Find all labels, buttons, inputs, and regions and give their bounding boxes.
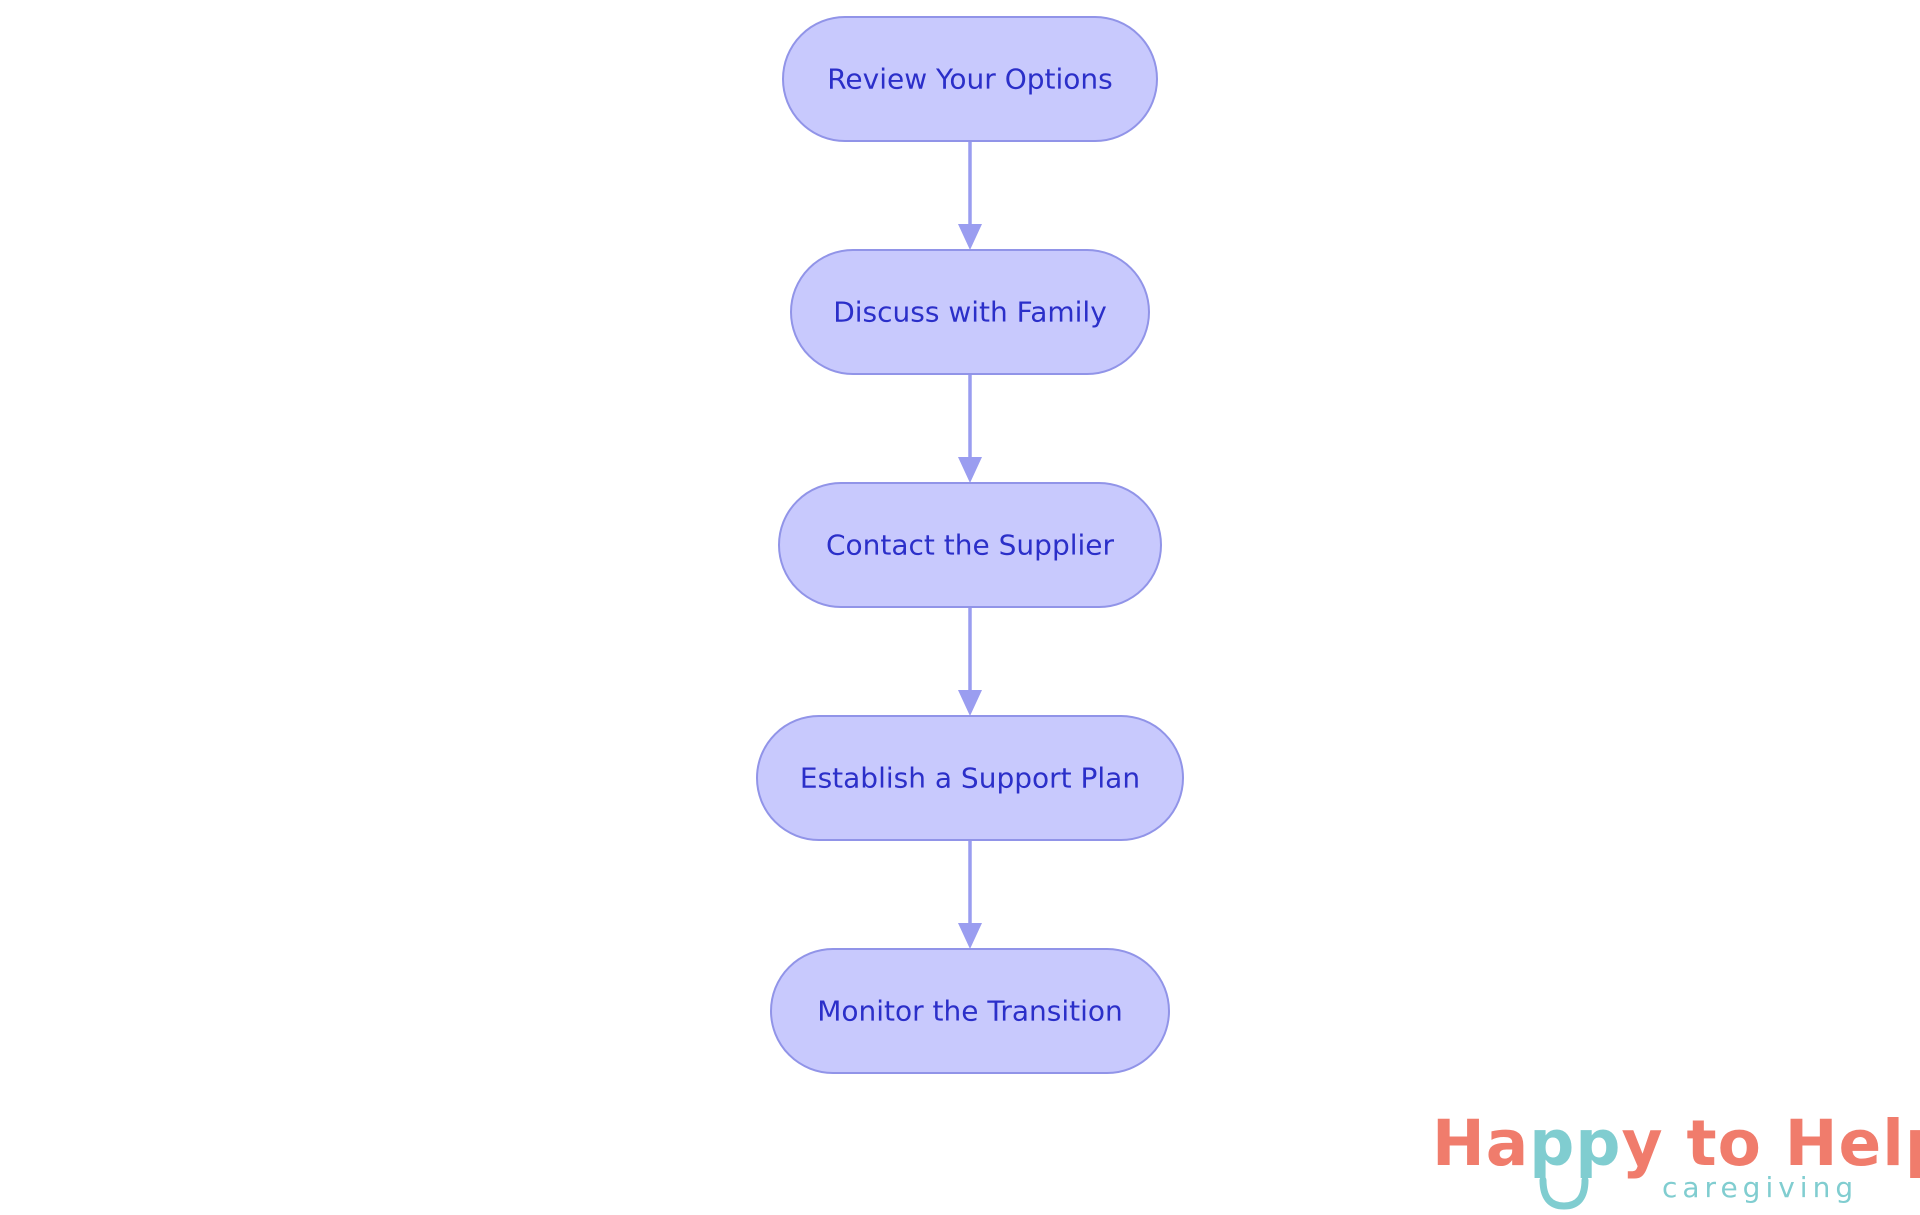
happy-to-help-logo: Happy to Help caregiving <box>1432 1112 1920 1212</box>
edge-contact-to-establish <box>958 607 982 716</box>
logo-text-ha: Ha <box>1432 1107 1530 1180</box>
logo-wordmark: Happy to Help <box>1432 1112 1920 1175</box>
node-discuss-with-family: Discuss with Family <box>790 249 1150 375</box>
node-monitor-the-transition: Monitor the Transition <box>770 948 1170 1074</box>
edge-establish-to-monitor <box>958 840 982 949</box>
node-label: Monitor the Transition <box>817 995 1123 1028</box>
node-review-your-options: Review Your Options <box>782 16 1158 142</box>
smile-icon <box>1539 1176 1589 1210</box>
edge-discuss-to-contact <box>958 374 982 483</box>
logo-tagline: caregiving <box>1662 1171 1859 1204</box>
logo-text-rest: y to Help <box>1621 1107 1920 1180</box>
node-label: Discuss with Family <box>833 296 1107 329</box>
logo-text-pp: pp <box>1529 1107 1622 1180</box>
node-label: Review Your Options <box>827 63 1113 96</box>
node-label: Establish a Support Plan <box>800 762 1140 795</box>
node-label: Contact the Supplier <box>826 529 1115 562</box>
node-contact-the-supplier: Contact the Supplier <box>778 482 1162 608</box>
node-establish-a-support-plan: Establish a Support Plan <box>756 715 1184 841</box>
edge-review-to-discuss <box>958 141 982 250</box>
